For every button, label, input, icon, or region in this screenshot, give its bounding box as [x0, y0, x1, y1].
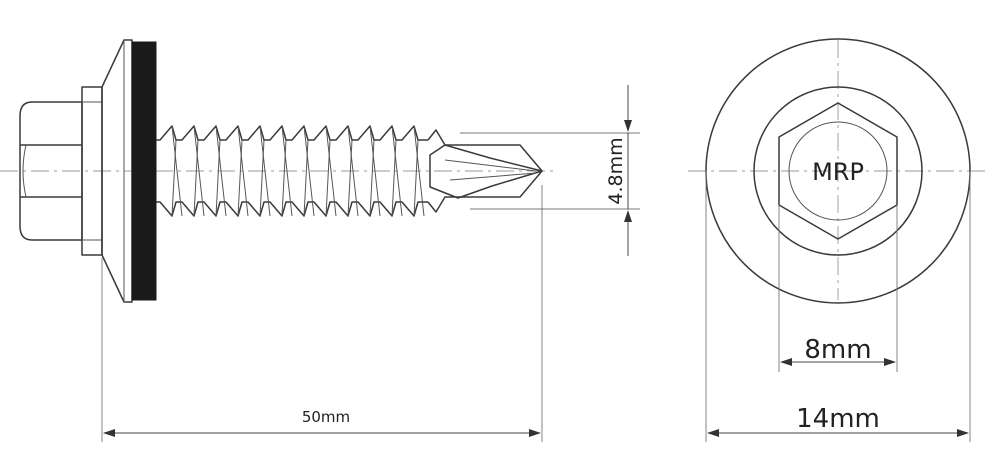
drill-tip [427, 129, 543, 213]
rubber-washer [131, 41, 157, 301]
length-label: 50mm [302, 408, 350, 426]
head-view: MRP 8mm 14mm [688, 38, 990, 442]
marking-circle [788, 121, 888, 221]
hex-size-label: 8mm [804, 335, 871, 365]
collar-outline [753, 86, 923, 256]
side-view: 4.8mm 50mm [0, 39, 640, 442]
diameter-dimension: 4.8mm [460, 85, 640, 256]
length-dimension: 50mm [101, 185, 543, 442]
washer-diameter-dimension: 14mm [705, 171, 971, 442]
diameter-label: 4.8mm [605, 137, 627, 204]
head-marking: MRP [812, 158, 864, 186]
threaded-shank [156, 125, 428, 217]
metal-washer [101, 39, 133, 303]
hex-outline [778, 102, 898, 240]
hex-size-dimension: 8mm [778, 205, 898, 372]
washer-diameter-label: 14mm [796, 404, 880, 434]
